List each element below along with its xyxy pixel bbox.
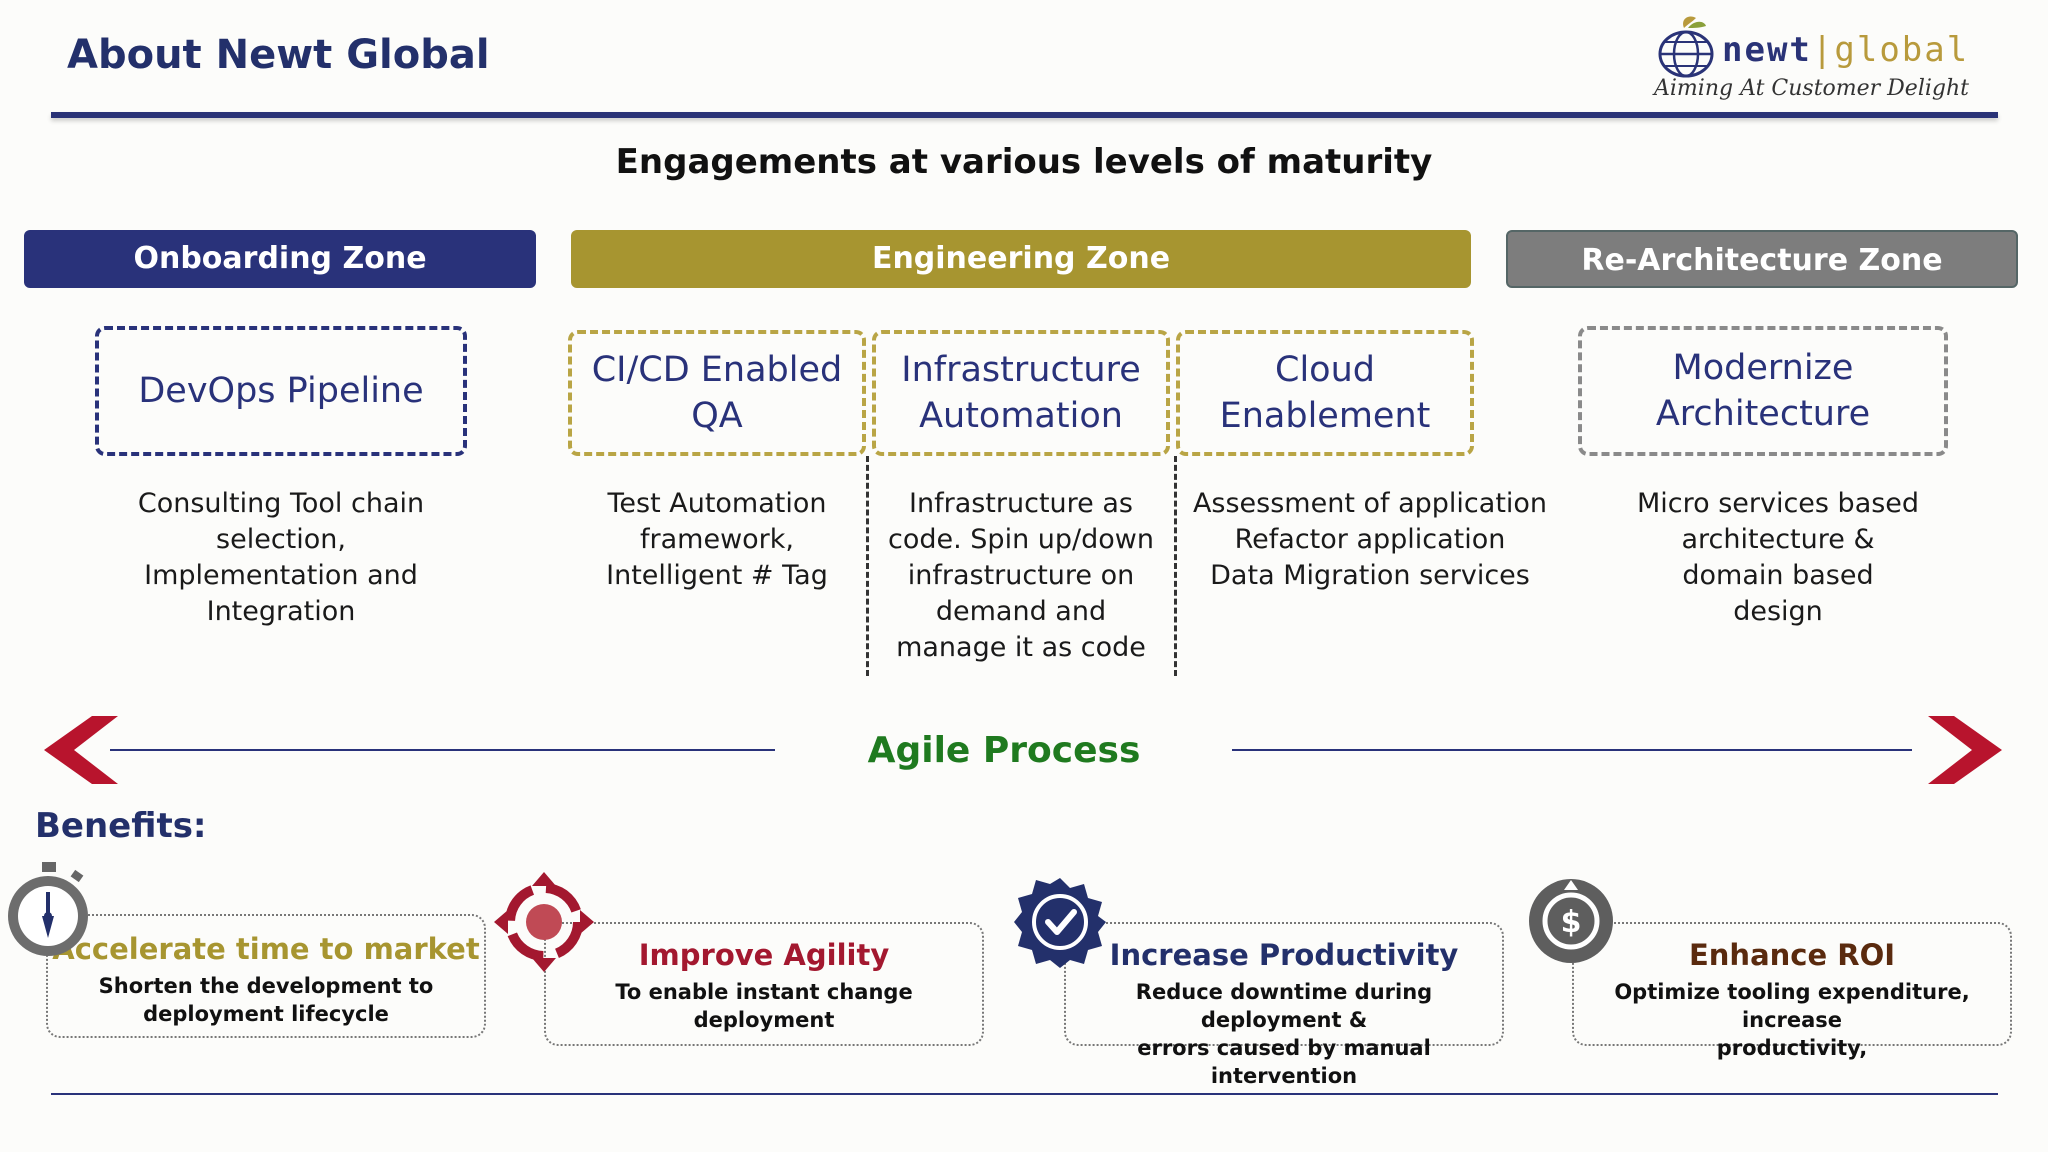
- benefit-card-accelerate: Accelerate time to market Shorten the de…: [46, 914, 486, 1038]
- desc-line: Data Migration services: [1210, 560, 1530, 591]
- desc-line: domain based: [1682, 560, 1874, 591]
- arrow-left-icon: [44, 716, 118, 784]
- logo-tagline: Aiming At Customer Delight: [1654, 76, 1969, 101]
- svg-text:$: $: [1561, 905, 1582, 940]
- card-title-line: QA: [691, 396, 743, 436]
- desc-modernize-architecture: Micro services based architecture & doma…: [1596, 486, 1960, 630]
- desc-line: design: [1733, 596, 1823, 627]
- header-divider: [51, 112, 1998, 118]
- desc-line: manage it as code: [896, 632, 1146, 663]
- card-title-line: Cloud: [1275, 350, 1375, 390]
- newt-global-logo: [1658, 16, 1714, 78]
- desc-line: framework,: [640, 524, 794, 555]
- column-separator: [1174, 456, 1177, 676]
- benefit-text-line: Shorten the development to: [98, 974, 434, 998]
- benefit-title: Accelerate time to market: [52, 932, 480, 966]
- card-infrastructure-automation: Infrastructure Automation: [872, 330, 1170, 456]
- benefit-text-line: deployment lifecycle: [143, 1002, 389, 1026]
- benefit-text-line: productivity,: [1716, 1036, 1868, 1060]
- desc-infrastructure-automation: Infrastructure as code. Spin up/down inf…: [872, 486, 1170, 666]
- desc-line: Integration: [206, 596, 356, 627]
- stopwatch-icon: [8, 862, 88, 956]
- desc-line: Intelligent # Tag: [606, 560, 828, 591]
- card-title-line: Infrastructure: [901, 350, 1141, 390]
- card-title-line: Architecture: [1655, 394, 1871, 434]
- desc-line: Implementation and: [144, 560, 418, 591]
- agile-process-label: Agile Process: [867, 730, 1141, 771]
- desc-line: Test Automation: [607, 488, 827, 519]
- dollar-coin-icon: $: [1529, 879, 1613, 963]
- benefit-card-roi: Enhance ROI Optimize tooling expenditure…: [1572, 922, 2012, 1060]
- zone-re-architecture: Re-Architecture Zone: [1506, 230, 2018, 288]
- benefit-title: Improve Agility: [638, 938, 890, 972]
- card-devops-pipeline: DevOps Pipeline: [95, 326, 467, 456]
- page-title: About Newt Global: [67, 32, 490, 78]
- column-separator: [866, 456, 869, 676]
- benefit-card-productivity: Increase Productivity Reduce downtime du…: [1064, 922, 1504, 1088]
- benefit-text-line: Reduce downtime during deployment &: [1135, 980, 1433, 1032]
- globe-icon: [1658, 16, 1714, 78]
- desc-line: Refactor application: [1234, 524, 1506, 555]
- agile-line-right: [1232, 749, 1912, 751]
- benefits-heading: Benefits:: [35, 806, 207, 846]
- logo-word-newt: newt: [1722, 30, 1812, 70]
- zone-onboarding: Onboarding Zone: [24, 230, 536, 288]
- card-modernize-architecture: Modernize Architecture: [1578, 326, 1948, 456]
- card-cloud-enablement: Cloud Enablement: [1176, 330, 1474, 456]
- desc-line: Consulting Tool chain: [137, 488, 425, 519]
- desc-line: Micro services based: [1636, 488, 1920, 519]
- benefit-text-line: To enable instant change deployment: [615, 980, 913, 1032]
- benefit-card-agility: Improve Agility To enable instant change…: [544, 922, 984, 1046]
- card-title: DevOps Pipeline: [138, 371, 424, 411]
- zone-engineering: Engineering Zone: [571, 230, 1471, 288]
- desc-cicd-qa: Test Automation framework, Intelligent #…: [568, 486, 866, 594]
- card-title-line: Modernize: [1672, 348, 1854, 388]
- desc-line: selection,: [216, 524, 346, 555]
- arrow-right-icon: [1928, 716, 2002, 784]
- desc-line: infrastructure on: [907, 560, 1135, 591]
- footer-divider: [51, 1093, 1998, 1095]
- desc-devops-pipeline: Consulting Tool chain selection, Impleme…: [100, 486, 462, 630]
- card-title-line: Automation: [919, 396, 1123, 436]
- desc-cloud-enablement: Assessment of application Refactor appli…: [1184, 486, 1556, 594]
- logo-separator: |: [1811, 30, 1835, 70]
- cycle-arrows-icon: [494, 872, 594, 972]
- card-cicd-qa: CI/CD Enabled QA: [568, 330, 866, 456]
- card-title-line: CI/CD Enabled: [591, 350, 843, 390]
- logo-word-global: global: [1834, 30, 1970, 70]
- benefit-text-line: errors caused by manual intervention: [1137, 1036, 1431, 1088]
- desc-line: architecture &: [1681, 524, 1875, 555]
- desc-line: Infrastructure as: [909, 488, 1133, 519]
- benefit-text-line: Optimize tooling expenditure, increase: [1614, 980, 1970, 1032]
- desc-line: Assessment of application: [1192, 488, 1548, 519]
- section-subtitle: Engagements at various levels of maturit…: [615, 142, 1433, 182]
- check-badge-icon: [1014, 878, 1106, 968]
- desc-line: code. Spin up/down: [888, 524, 1154, 555]
- card-title-line: Enablement: [1219, 396, 1431, 436]
- benefit-title: Increase Productivity: [1109, 938, 1459, 972]
- agile-line-left: [110, 749, 775, 751]
- benefit-title: Enhance ROI: [1688, 938, 1896, 972]
- logo-wordmark: newt|global: [1722, 30, 1969, 70]
- desc-line: demand and: [935, 596, 1107, 627]
